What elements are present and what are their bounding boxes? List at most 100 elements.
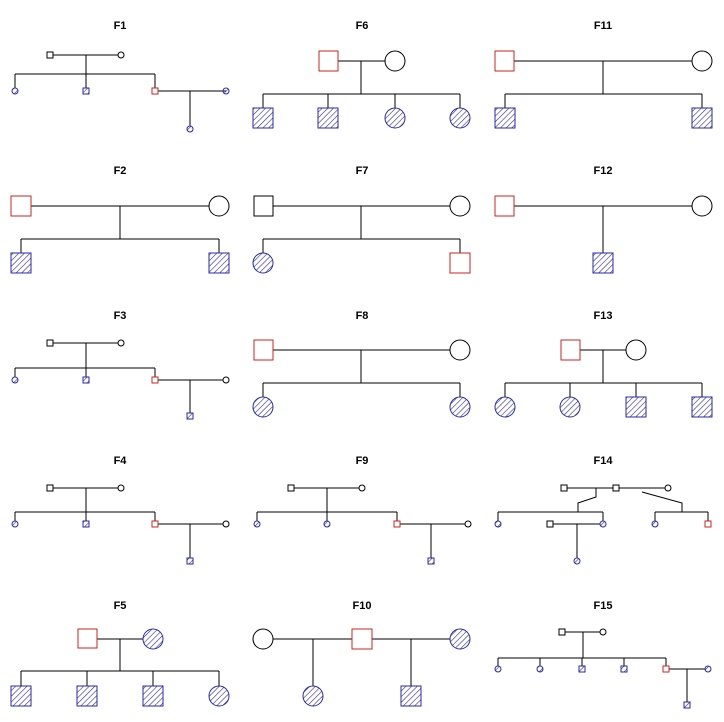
affected-female: [11, 87, 19, 95]
affected-female: [252, 252, 274, 274]
father-square: [287, 484, 295, 492]
affected-male: [186, 557, 194, 565]
affected-male: [494, 107, 516, 129]
marked-male: [151, 520, 159, 528]
title-f7: F7: [356, 165, 369, 177]
pedigree-f10: [252, 628, 471, 707]
affected-female: [559, 396, 581, 418]
affected-male: [691, 396, 713, 418]
father-square: [560, 339, 581, 361]
affected-female: [494, 520, 502, 528]
father-square: [558, 628, 566, 636]
affected-mother: [142, 628, 164, 650]
affected-female: [323, 520, 331, 528]
pedigree-f15: [494, 628, 712, 709]
mother-circle: [117, 484, 125, 492]
wife-circle: [252, 628, 274, 650]
affected-wife: [449, 628, 471, 650]
title-f10: F10: [353, 600, 372, 612]
father-square: [494, 195, 515, 217]
title-f13: F13: [594, 310, 613, 322]
mother-circle: [449, 339, 471, 361]
pedigree-f8: [252, 339, 471, 418]
title-f2: F2: [114, 165, 127, 177]
affected-female: [253, 520, 261, 528]
title-f14: F14: [594, 455, 614, 467]
father-square: [46, 484, 54, 492]
affected-female: [11, 520, 19, 528]
affected-female: [302, 685, 324, 707]
affected-male: [578, 665, 586, 673]
affected-female: [494, 396, 516, 418]
affected-male: [10, 252, 32, 274]
spouse-circle: [464, 520, 472, 528]
father-square: [494, 50, 515, 72]
title-f4: F4: [114, 455, 128, 467]
mother-circle: [384, 50, 406, 72]
marked-male: [151, 376, 159, 384]
title-f11: F11: [594, 20, 612, 32]
affected-female: [208, 685, 230, 707]
pedigree-f2: [10, 195, 230, 274]
father-square: [253, 339, 274, 361]
father-square: [318, 50, 339, 72]
affected-female: [494, 665, 502, 673]
mother-circle: [117, 51, 125, 59]
affected-female: [573, 557, 581, 565]
father-square: [46, 339, 54, 347]
father-square: [351, 628, 373, 650]
affected-male: [691, 107, 713, 129]
affected-male: [142, 685, 164, 707]
mother-circle: [449, 195, 471, 217]
spouse-square: [546, 520, 554, 528]
affected-male: [592, 252, 614, 274]
affected-male: [625, 396, 647, 418]
father-square: [77, 628, 98, 649]
male-square: [612, 484, 620, 492]
spouse-circle: [222, 376, 230, 384]
grandfather-square: [560, 484, 568, 492]
marked-male: [449, 252, 471, 274]
affected-female: [599, 520, 607, 528]
affected-male: [82, 376, 90, 384]
affected-male: [400, 685, 422, 707]
pedigree-f3: [11, 339, 230, 420]
affected-male: [186, 412, 194, 420]
affected-male: [82, 520, 90, 528]
pedigree-f11: [494, 50, 713, 129]
pedigree-f7: [252, 195, 471, 274]
father-square: [253, 195, 274, 217]
mother-circle: [691, 195, 713, 217]
female-circle: [664, 484, 672, 492]
marked-male: [393, 520, 401, 528]
mother-circle: [117, 339, 125, 347]
affected-male: [10, 685, 32, 707]
title-f1: F1: [114, 20, 127, 32]
title-f8: F8: [356, 310, 369, 322]
marked-male: [151, 87, 159, 95]
affected-female: [704, 665, 712, 673]
affected-male: [317, 107, 339, 129]
pedigree-f4: [11, 484, 230, 565]
mother-circle: [599, 628, 607, 636]
pedigree-f1: [11, 51, 230, 133]
title-f5: F5: [114, 600, 127, 612]
pedigree-f14: [494, 484, 712, 565]
mother-circle: [691, 50, 713, 72]
affected-female: [536, 665, 544, 673]
affected-male: [683, 701, 691, 709]
affected-male: [208, 252, 230, 274]
affected-male: [427, 557, 435, 565]
affected-female: [449, 396, 471, 418]
title-f6: F6: [356, 20, 369, 32]
marked-male: [662, 665, 670, 673]
affected-female: [186, 125, 194, 133]
pedigree-f5: [10, 628, 230, 707]
title-f9: F9: [356, 455, 369, 467]
title-f15: F15: [594, 600, 613, 612]
affected-female: [11, 376, 19, 384]
pedigree-f13: [494, 339, 713, 418]
pedigree-f9: [253, 484, 472, 565]
affected-male: [76, 685, 98, 707]
